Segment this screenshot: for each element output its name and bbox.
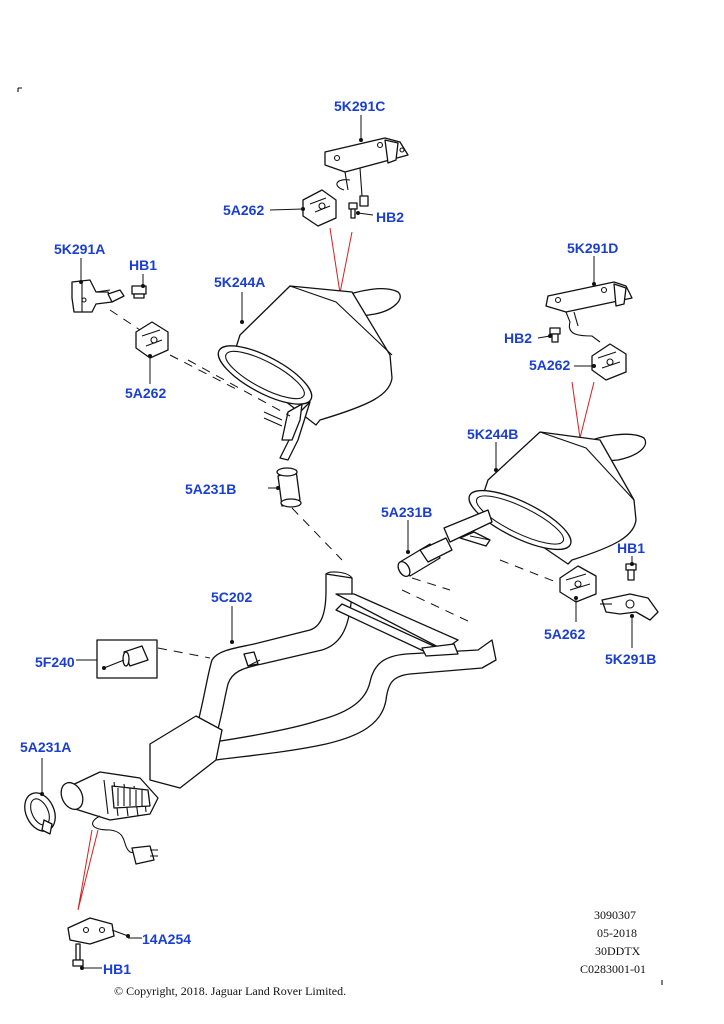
muffler-5K244A	[217, 285, 401, 461]
clamp-5A231B-left	[276, 467, 302, 508]
label-5A231B-left: 5A231B	[185, 481, 237, 497]
clamp-5A231B-right	[397, 537, 453, 578]
date: 05-2018	[597, 926, 637, 940]
label-HB1-left: HB1	[129, 257, 158, 273]
label-5A262-top: 5A262	[223, 202, 265, 218]
label-14A254: 14A254	[142, 931, 192, 947]
engine-code: 30DDTX	[595, 944, 641, 958]
label-5A231B-right: 5A231B	[381, 504, 433, 520]
bolt-HB2-right	[549, 327, 561, 343]
bolt-HB1-right	[625, 563, 637, 581]
label-HB1-bottom: HB1	[103, 961, 132, 977]
bracket-5K291D	[545, 281, 633, 343]
label-5K291B: 5K291B	[605, 651, 657, 667]
catalytic-converter	[60, 771, 159, 865]
label-5A231A: 5A231A	[20, 739, 72, 755]
bolt-HB2-top	[348, 202, 358, 219]
rubber-mount-5A262-right-top	[591, 343, 627, 381]
label-5A262-right-top: 5A262	[529, 357, 571, 373]
y-pipe-5C202	[149, 571, 497, 789]
ref-number: 3090307	[594, 908, 636, 922]
part-inset-5F240	[96, 639, 158, 679]
label-5K291A: 5K291A	[54, 241, 106, 257]
label-5K291D: 5K291D	[567, 240, 619, 256]
rubber-mount-5A262-top	[302, 189, 337, 227]
label-HB2-top: HB2	[376, 209, 405, 225]
bracket-5K291B	[600, 593, 659, 621]
label-5F240: 5F240	[35, 654, 75, 670]
bolt-HB1-bottom	[72, 943, 84, 967]
muffler-5K244B	[443, 431, 647, 565]
label-5K244A: 5K244A	[214, 274, 266, 290]
label-5A262-left: 5A262	[125, 385, 167, 401]
bracket-14A254	[67, 917, 130, 945]
label-HB1-right: HB1	[617, 540, 646, 556]
label-HB2-right: HB2	[504, 330, 533, 346]
rubber-mount-5A262-left	[135, 321, 169, 359]
label-5K291C: 5K291C	[334, 98, 386, 114]
bracket-5K291C	[324, 137, 409, 207]
bolt-HB1-left	[131, 285, 147, 299]
bracket-5K291A	[71, 279, 125, 313]
label-5C202: 5C202	[211, 589, 253, 605]
label-5K244B: 5K244B	[467, 426, 519, 442]
rubber-mount-5A262-right-bottom	[559, 565, 597, 603]
copyright: © Copyright, 2018. Jaguar Land Rover Lim…	[114, 984, 347, 998]
clamp-5A231A	[24, 792, 56, 835]
corner-mark-top-left	[17, 87, 22, 92]
drawing-code: C0283001-01	[580, 962, 646, 976]
label-5A262-right-bottom: 5A262	[544, 626, 586, 642]
